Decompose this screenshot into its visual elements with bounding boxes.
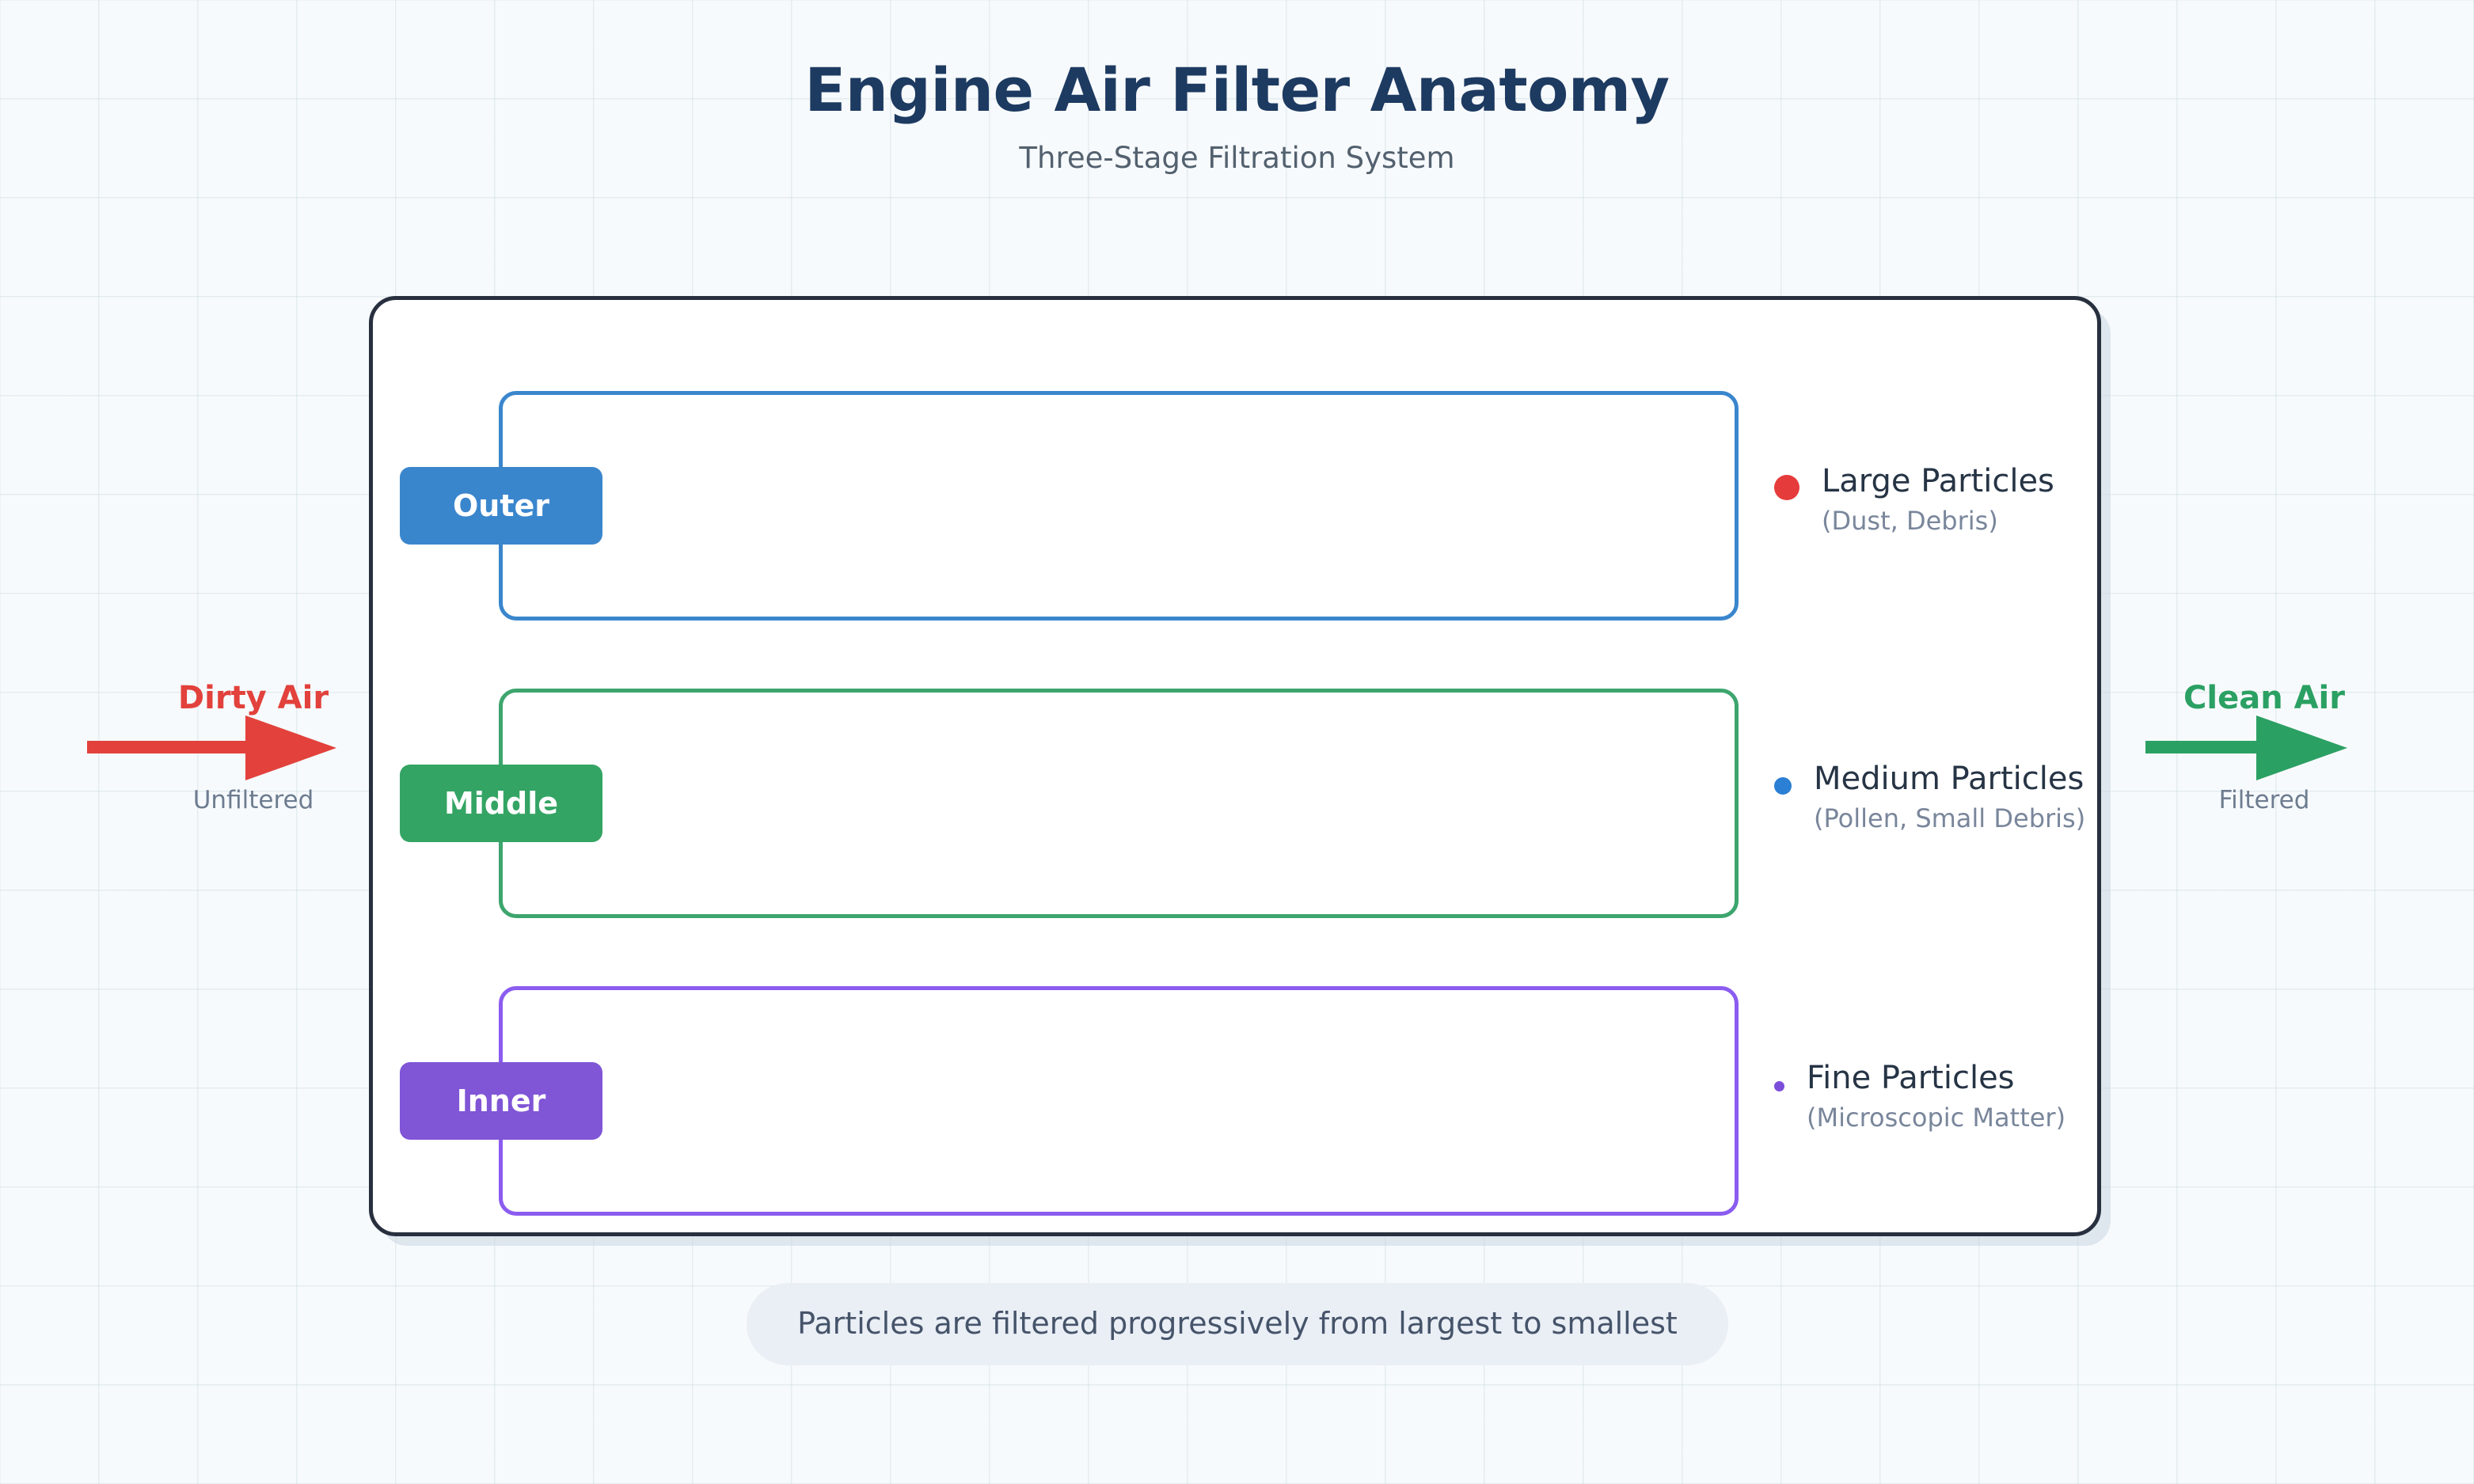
legend-text-fine: Fine Particles (Microscopic Matter) [1807, 1061, 2065, 1133]
stage-badge-inner[interactable]: Inner [400, 1062, 602, 1140]
legend-text-medium: Medium Particles (Pollen, Small Debris) [1814, 761, 2085, 833]
footnote-text: Particles are filtered progressively fro… [797, 1306, 1678, 1342]
stage-badge-inner-label: Inner [456, 1084, 546, 1118]
airflow-inlet: Dirty Air Unfiltered [83, 681, 424, 814]
header: Engine Air Filter Anatomy Three-Stage Fi… [0, 0, 2474, 174]
legend-item-fine-particles: Fine Particles (Microscopic Matter) [1774, 1061, 2065, 1133]
legend-title-medium: Medium Particles [1814, 761, 2084, 797]
filter-housing: Outer Middle Inner Large Particles (Dust… [369, 296, 2101, 1236]
stage-badge-outer[interactable]: Outer [400, 467, 602, 545]
legend-item-medium-particles: Medium Particles (Pollen, Small Debris) [1774, 761, 2085, 833]
filter-layer-outer[interactable] [499, 391, 1739, 621]
filter-layer-inner[interactable] [499, 986, 1739, 1216]
dirty-air-arrow-icon [83, 715, 424, 784]
legend-subtitle-large: (Dust, Debris) [1822, 505, 1998, 536]
legend-subtitle-medium: (Pollen, Small Debris) [1814, 803, 2086, 833]
legend-subtitle-fine: (Microscopic Matter) [1807, 1102, 2066, 1133]
airflow-outlet: Clean Air Filtered [2094, 681, 2434, 814]
legend-title-large: Large Particles [1822, 463, 2054, 499]
stage-badge-outer-label: Outer [452, 488, 550, 523]
clean-air-label: Clean Air [2183, 680, 2345, 716]
page-subtitle: Three-Stage Filtration System [1019, 140, 1455, 175]
fine-particle-dot-icon [1774, 1081, 1784, 1091]
dirty-air-label: Dirty Air [177, 680, 329, 716]
stage-badge-middle[interactable]: Middle [400, 765, 602, 842]
filter-layer-middle[interactable] [499, 689, 1739, 918]
stage-badge-middle-label: Middle [443, 786, 559, 821]
clean-air-arrow-icon [2094, 715, 2434, 784]
medium-particle-dot-icon [1774, 777, 1792, 795]
page-title: Engine Air Filter Anatomy [804, 55, 1670, 125]
footnote-pill: Particles are filtered progressively fro… [747, 1283, 1728, 1365]
legend-title-fine: Fine Particles [1807, 1060, 2015, 1096]
clean-air-sublabel: Filtered [2218, 786, 2310, 814]
dirty-air-sublabel: Unfiltered [192, 786, 314, 814]
legend-text-large: Large Particles (Dust, Debris) [1822, 464, 2054, 536]
large-particle-dot-icon [1774, 475, 1799, 500]
legend-item-large-particles: Large Particles (Dust, Debris) [1774, 464, 2054, 536]
